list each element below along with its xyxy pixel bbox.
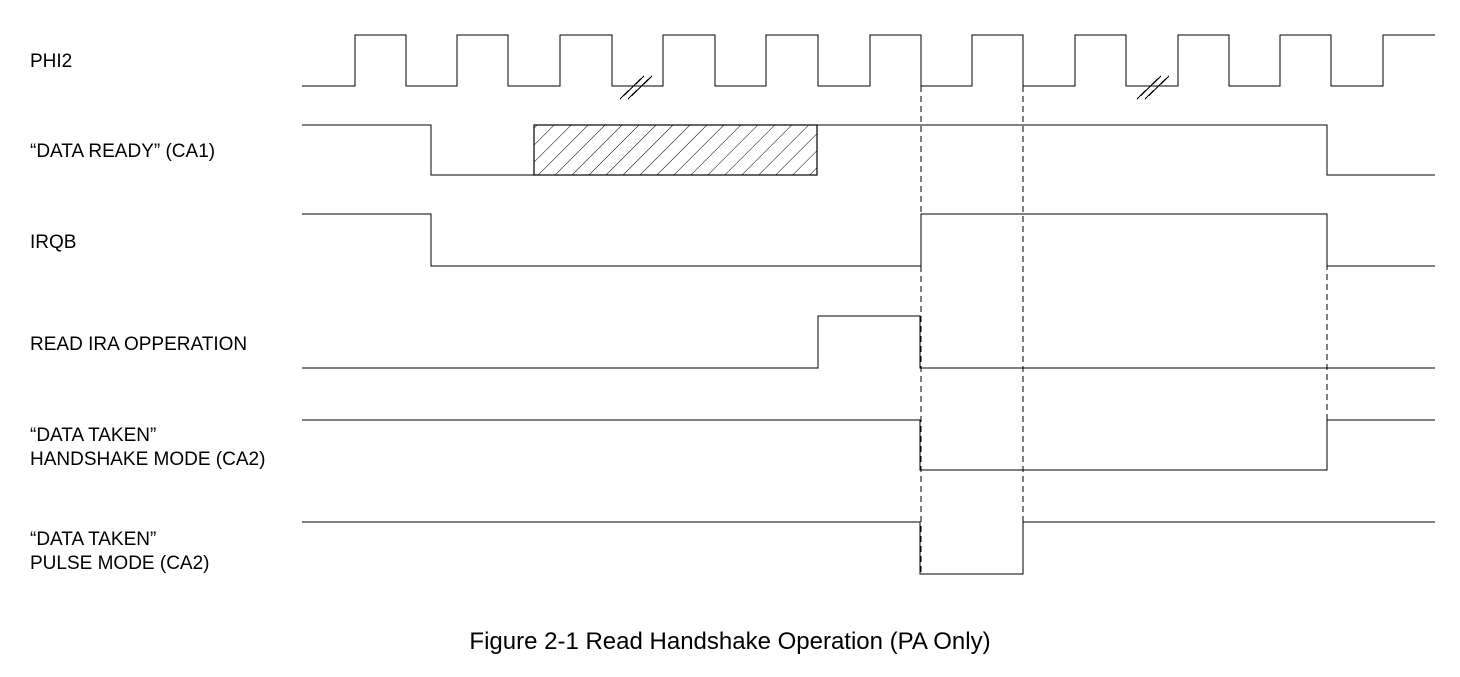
signal-label-line: READ IRA OPPERATION (30, 334, 248, 355)
handshake-mode-waveform (302, 419, 1435, 471)
phi2-waveform (302, 34, 1435, 87)
irqb-waveform (302, 213, 1435, 267)
signal-label-line: PULSE MODE (CA2) (30, 553, 210, 574)
signal-label-read-ira: READ IRA OPPERATION (30, 333, 247, 357)
data-ready-hatched-region (533, 124, 818, 176)
signal-label-phi2: PHI2 (30, 50, 72, 74)
clock-break-mark-1 (619, 75, 653, 100)
signal-label-pulse-mode: “DATA TAKEN” PULSE MODE (CA2) (30, 528, 209, 576)
signal-label-line: “DATA READY” (CA1) (30, 141, 216, 162)
data-ready-waveform-tail (816, 124, 1435, 176)
data-ready-waveform (302, 124, 534, 176)
signal-label-line: “DATA TAKEN” (30, 529, 157, 550)
pulse-mode-waveform (302, 521, 1435, 575)
signal-label-irqb: IRQB (30, 231, 76, 255)
signal-label-line: PHI2 (30, 51, 73, 72)
figure-caption: Figure 2-1 Read Handshake Operation (PA … (469, 628, 991, 655)
signal-label-line: HANDSHAKE MODE (CA2) (30, 449, 266, 470)
signal-label-data-ready: “DATA READY” (CA1) (30, 140, 215, 164)
clock-break-mark-2 (1136, 75, 1170, 100)
signal-label-handshake-mode: “DATA TAKEN” HANDSHAKE MODE (CA2) (30, 424, 265, 472)
read-ira-waveform (302, 315, 1435, 369)
signal-label-line: “DATA TAKEN” (30, 425, 157, 446)
signal-label-line: IRQB (30, 232, 77, 253)
